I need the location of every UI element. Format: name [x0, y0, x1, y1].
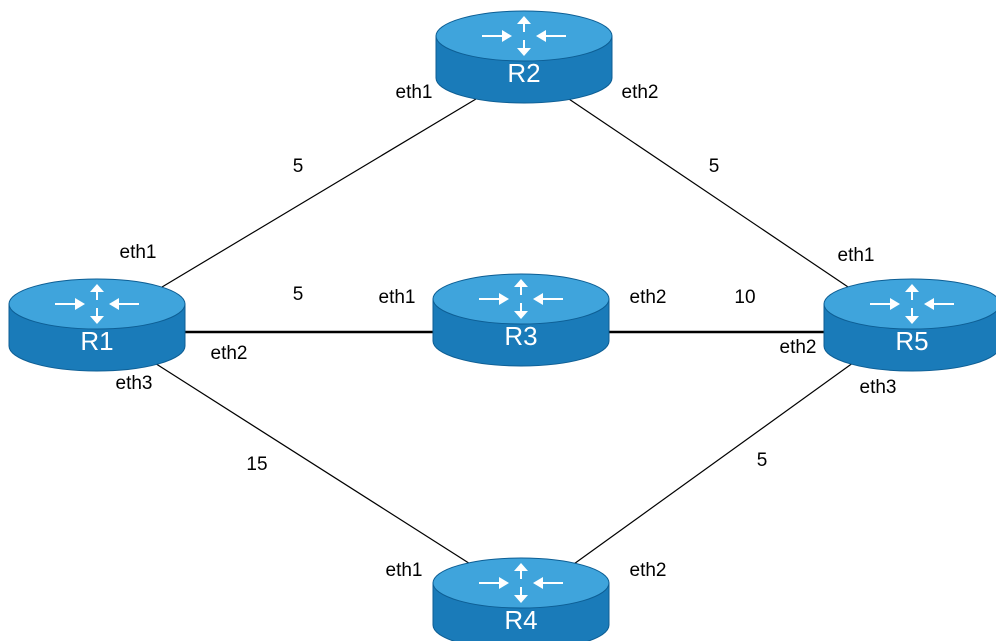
interface-label-r3-eth1: eth1: [379, 287, 416, 308]
router-top: [435, 10, 613, 62]
links-layer: [149, 92, 858, 575]
interface-label-r5-eth1: eth1: [838, 245, 875, 266]
link-r1-r4: [149, 359, 487, 575]
labels-layer: 5 eth1 eth1 5 eth2 eth1 5 eth2 eth1 10 eth2 eth2 15 e…: [116, 82, 897, 581]
interface-label-r4-eth1: eth1: [386, 560, 423, 581]
router-arrows-icon: [482, 16, 566, 56]
router-top: [432, 273, 610, 325]
router-top: [8, 278, 186, 330]
router-name-r1: R1: [80, 326, 113, 356]
router-r4: R4: [432, 557, 610, 641]
link-cost-r1-r4: 15: [246, 454, 267, 475]
router-arrows-icon: [479, 563, 563, 603]
router-r3: R3: [432, 273, 610, 367]
router-name-r4: R4: [504, 605, 537, 635]
link-cost-r4-r5: 5: [757, 450, 768, 471]
router-arrows-icon: [479, 279, 563, 319]
link-r4-r5: [559, 359, 858, 575]
router-name-r2: R2: [507, 58, 540, 88]
link-cost-r1-r2: 5: [293, 156, 304, 177]
link-cost-r1-r3: 5: [293, 284, 304, 305]
link-cost-r2-r5: 5: [709, 156, 720, 177]
router-r5: R5: [823, 278, 996, 372]
link-cost-r3-r5: 10: [734, 287, 755, 308]
interface-label-r5-eth3: eth3: [860, 377, 897, 398]
interface-label-r2-eth2: eth2: [622, 82, 659, 103]
router-arrows-icon: [55, 284, 139, 324]
router-name-r3: R3: [504, 321, 537, 351]
interface-label-r1-eth2: eth2: [211, 343, 248, 364]
router-r2: R2: [435, 10, 613, 104]
interface-label-r4-eth2: eth2: [630, 560, 667, 581]
link-r1-r2: [151, 92, 487, 294]
router-top: [823, 278, 996, 330]
interface-label-r3-eth2: eth2: [630, 287, 667, 308]
link-r2-r5: [559, 92, 858, 294]
interface-label-r2-eth1: eth1: [396, 82, 433, 103]
router-arrows-icon: [870, 284, 954, 324]
interface-label-r5-eth2: eth2: [780, 337, 817, 358]
router-name-r5: R5: [895, 326, 928, 356]
router-top: [432, 557, 610, 609]
interface-label-r1-eth3: eth3: [116, 373, 153, 394]
interface-label-r1-eth1: eth1: [120, 242, 157, 263]
router-r1: R1: [8, 278, 186, 372]
